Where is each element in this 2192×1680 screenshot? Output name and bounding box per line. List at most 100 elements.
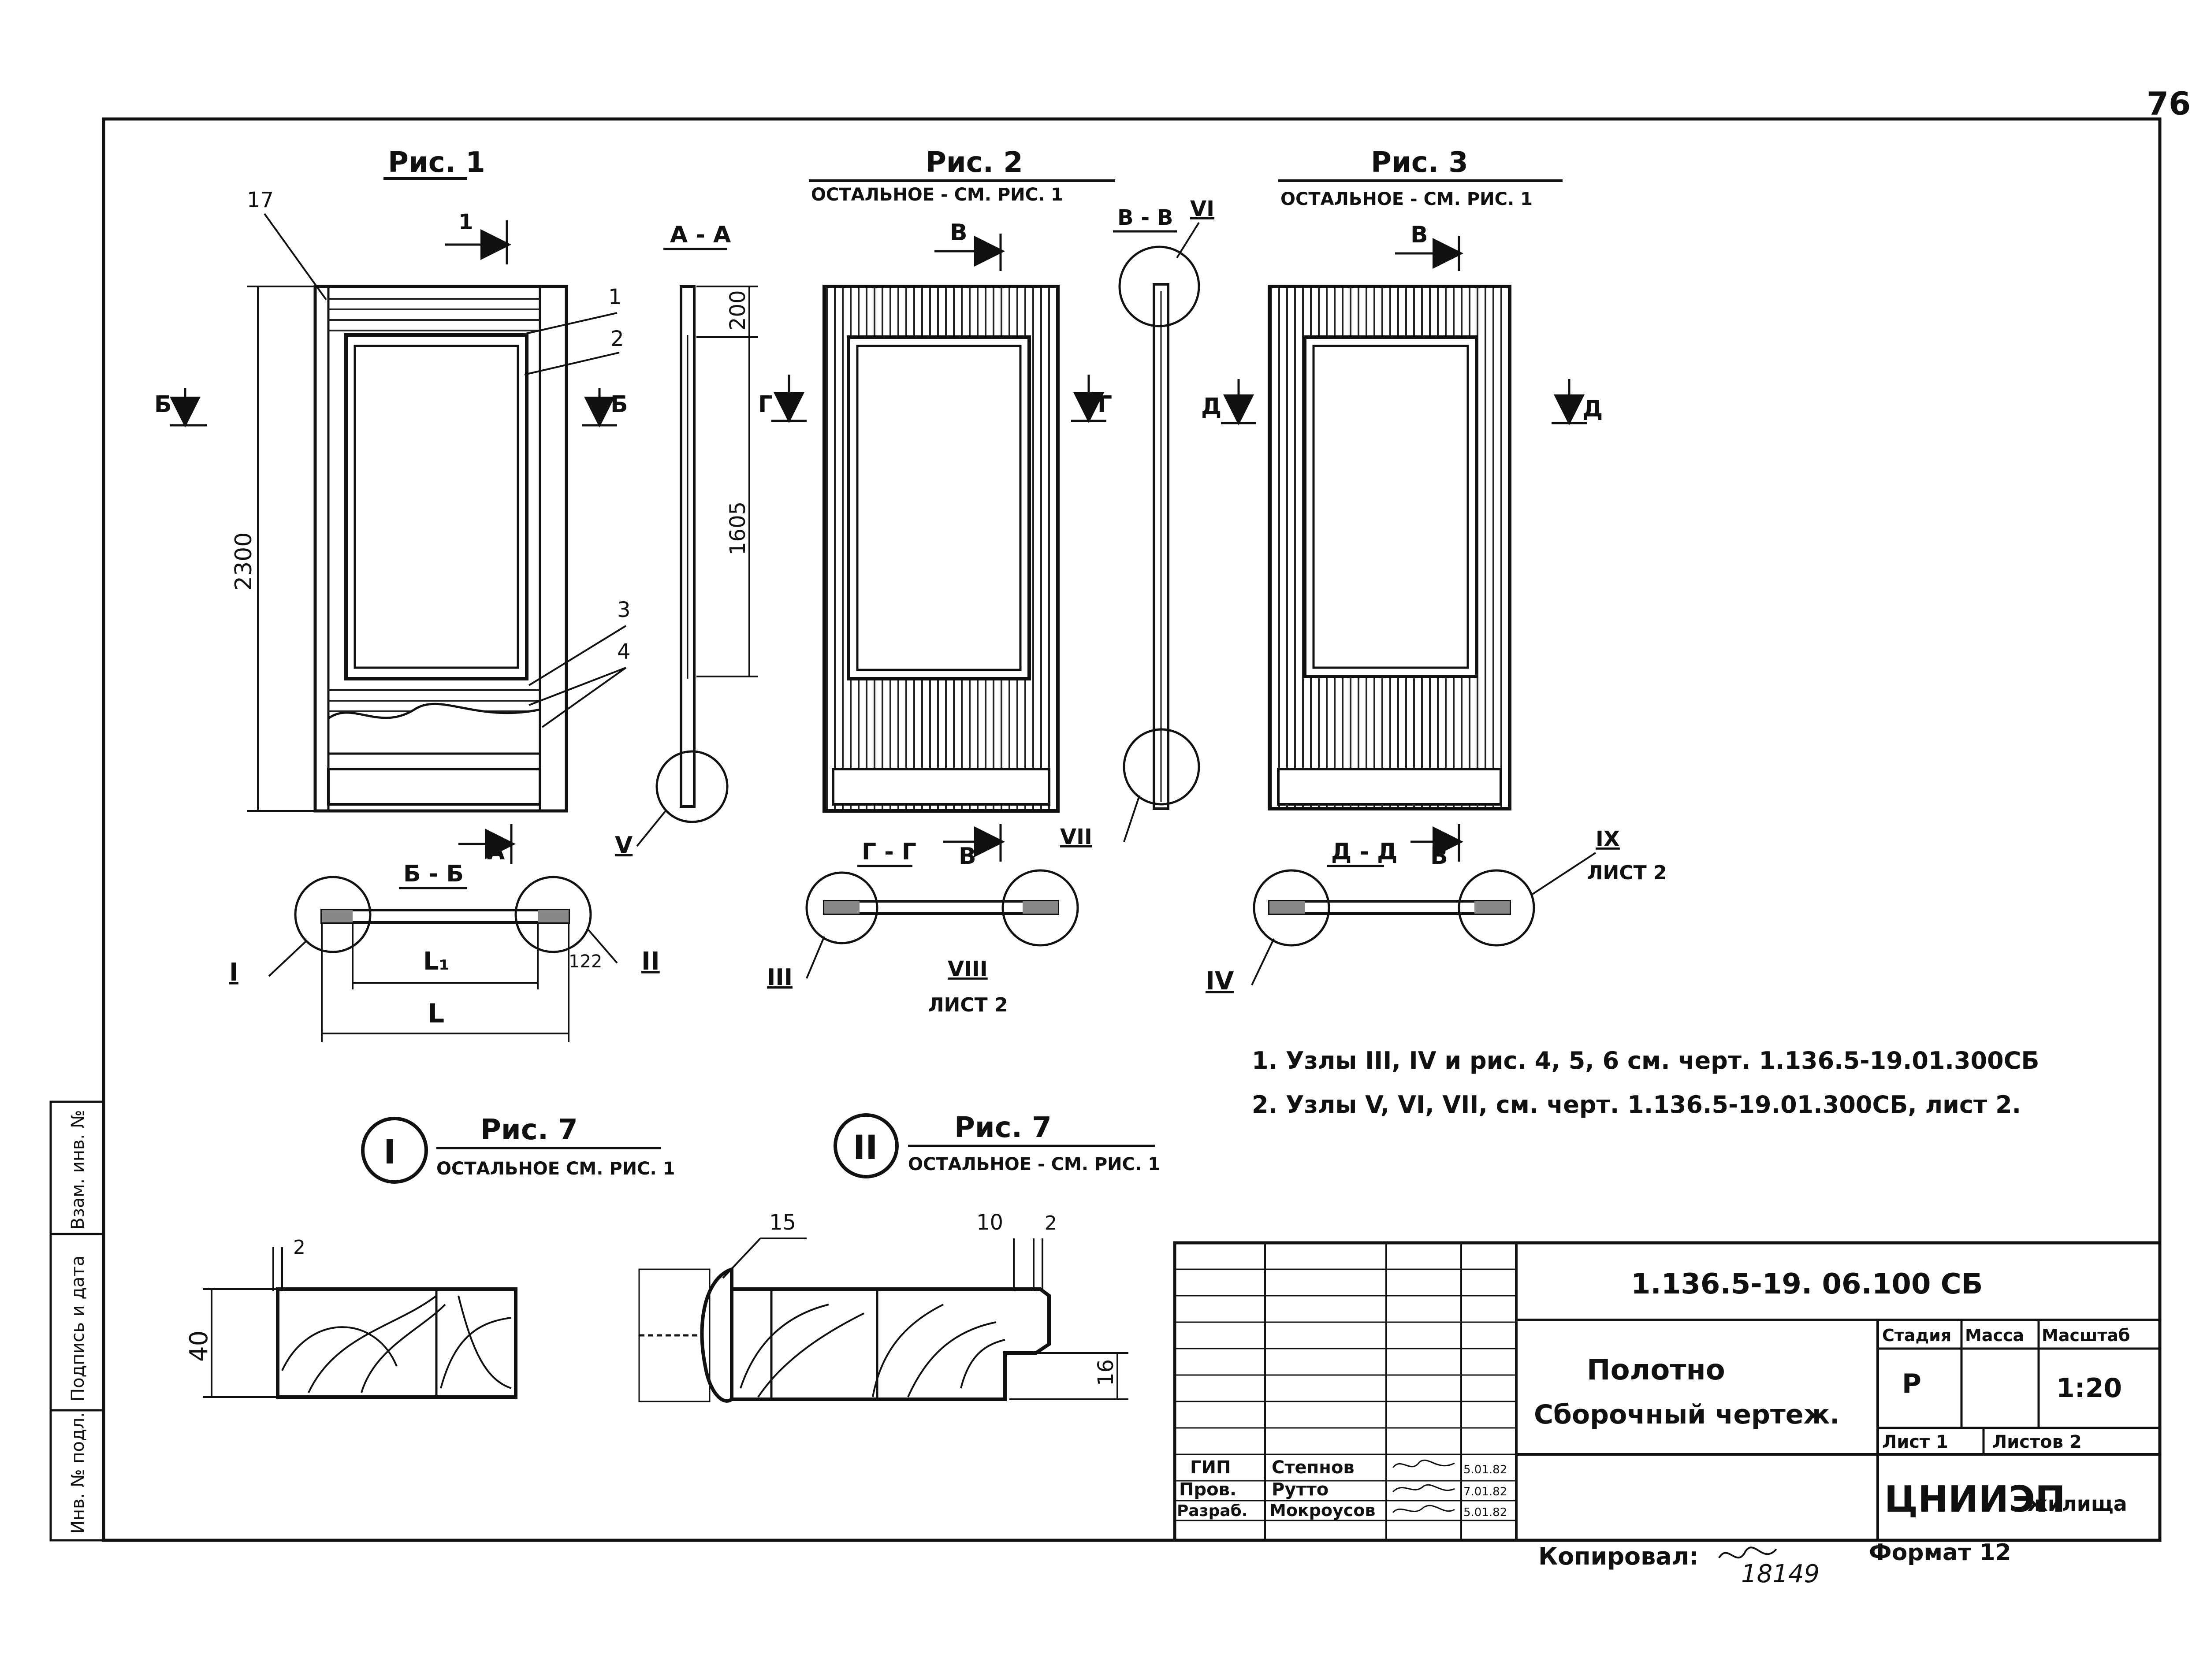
section-vv-title: В - В [1117, 205, 1173, 230]
detail-i: I Рис. 7 ОСТАЛЬНОЕ СМ. РИС. 1 40 2 [185, 1114, 675, 1399]
node-vi-circle [1118, 245, 1200, 327]
doc-name-line1: Полотно [1587, 1354, 1725, 1386]
section-dd-title: Д - Д [1331, 839, 1397, 865]
node-ii-circle [514, 876, 592, 953]
fig1-glass [344, 333, 528, 680]
doc-code: 1.136.5-19. 06.100 СБ [1631, 1268, 1983, 1301]
detail-ii-subtitle: ОСТАЛЬНОЕ - СМ. РИС. 1 [908, 1154, 1160, 1175]
fig1-cut-a: А [487, 839, 505, 865]
fig1-kick-plate [327, 768, 541, 806]
detail-ii-dim-2: 2 [1045, 1212, 1057, 1234]
dim-2300: 2300 [231, 532, 257, 591]
node-vii-circle [1123, 728, 1200, 806]
node-vi-label: VI [1190, 197, 1214, 221]
fig3-cut-v: В [1410, 222, 1428, 248]
section-vv: В - В VI VII [1060, 197, 1214, 849]
fig1-top-rails [328, 291, 540, 335]
role-prov: Пров. [1179, 1479, 1236, 1500]
section-vv-profile [1153, 283, 1169, 810]
format-label: Формат 12 [1869, 1539, 2011, 1566]
footer: Копировал: 18149 Формат 12 [1538, 1539, 2011, 1588]
section-aa-title: А - А [670, 222, 731, 248]
node-iii-circle [805, 871, 878, 944]
fig3-subtitle: ОСТАЛЬНОЕ - СМ. РИС. 1 [1280, 189, 1533, 209]
date-prov: 7.01.82 [1463, 1485, 1507, 1498]
detail-ii-title: Рис. 7 [954, 1111, 1052, 1144]
copied-label: Копировал: [1538, 1542, 1699, 1570]
node-iii-label: III [767, 964, 793, 991]
scale-header: Масштаб [2042, 1326, 2130, 1345]
node-viii-circle [1001, 869, 1079, 947]
node-v-circle [655, 750, 729, 823]
dim-16: 16 [1094, 1359, 1118, 1386]
section-bb-title: Б - Б [403, 861, 464, 887]
label-2: 2 [610, 327, 624, 351]
node-v-label: V [615, 832, 633, 859]
copy-number: 18149 [1741, 1560, 1820, 1588]
node-iv-circle [1253, 869, 1330, 947]
side-stamp-replace: Взам. инв. № [68, 1110, 88, 1230]
dim-l: L [428, 998, 444, 1029]
org-name: ЦНИИЭП [1884, 1479, 2065, 1520]
side-stamp-inv: Инв. № подл. [68, 1412, 88, 1534]
role-razrab: Разраб. [1177, 1502, 1247, 1520]
fig3-cut-d-left: Д [1201, 394, 1221, 420]
label-4: 4 [617, 639, 631, 664]
section-gg-title: Г - Г [862, 839, 916, 865]
copier-signature [1718, 1546, 1777, 1559]
label-3: 3 [617, 598, 631, 622]
figure-3: Рис. 3 ОСТАЛЬНОЕ - СМ. РИС. 1 В Д Д Д - … [1201, 146, 1667, 996]
fig1-cut-b-left: Б [154, 391, 172, 418]
dim-10: 10 [976, 1210, 1003, 1235]
node-iv-label: IV [1206, 967, 1234, 996]
node-ix-circle [1458, 869, 1535, 947]
fig1-title: Рис. 1 [388, 146, 485, 179]
fig1-cut-1: 1 [458, 210, 473, 234]
fig1-cut-b-right: Б [610, 391, 628, 418]
date-gip: 5.01.82 [1463, 1463, 1507, 1476]
detail-i-title: Рис. 7 [480, 1114, 578, 1146]
node-viii-sheet: ЛИСТ 2 [928, 994, 1008, 1016]
fig3-glass [1303, 335, 1478, 678]
mass-header: Масса [1965, 1326, 2024, 1345]
detail-ii: II Рис. 7 ОСТАЛЬНОЕ - СМ. РИС. 1 15 10 2… [638, 1111, 1160, 1403]
section-dd-profile [1268, 900, 1511, 915]
node-vii-label: VII [1060, 825, 1092, 849]
label-1: 1 [608, 285, 622, 309]
dim-122: 122 [569, 952, 602, 972]
fig3-cut-d-right: Д [1582, 396, 1603, 422]
node-ix-label: IX [1596, 827, 1620, 851]
signature-prov [1392, 1484, 1455, 1493]
fig2-cut-v: В [950, 219, 968, 246]
org-suffix: жилища [2028, 1492, 2127, 1516]
fig2-glass [847, 335, 1031, 680]
section-aa-profile [680, 285, 696, 808]
detail-i-node: I [383, 1132, 396, 1171]
detail-ii-node: II [853, 1128, 878, 1167]
name-prov: Рутто [1272, 1479, 1329, 1500]
section-aa: А - А 200 1605 V [615, 222, 758, 859]
sheet-frame [102, 117, 2162, 1542]
note-2: 2. Узлы V, VI, VII, см. черт. 1.136.5-19… [1252, 1091, 2021, 1119]
detail-ii-wood [730, 1287, 1051, 1401]
fig2-cut-g-right: Г [1098, 391, 1112, 418]
section-gg-cut: В [959, 843, 976, 870]
section-dd-cut: В [1430, 843, 1448, 870]
detail-i-wood [276, 1287, 517, 1399]
fig2-subtitle: ОСТАЛЬНОЕ - СМ. РИС. 1 [811, 185, 1063, 205]
signature-razrab [1392, 1505, 1455, 1513]
dim-l1: L₁ [423, 947, 450, 976]
detail-i-subtitle: ОСТАЛЬНОЕ СМ. РИС. 1 [436, 1159, 675, 1179]
scale-value: 1:20 [2056, 1373, 2122, 1404]
node-ii-label: II [641, 947, 660, 976]
fig2-title: Рис. 2 [926, 146, 1023, 179]
name-razrab: Мокроусов [1269, 1501, 1375, 1520]
sheet-number: Лист 1 [1882, 1432, 1948, 1452]
figure-2: Рис. 2 ОСТАЛЬНОЕ - СМ. РИС. 1 В Г Г Г - … [758, 146, 1115, 1016]
fig1-cutaway [327, 702, 541, 755]
stage-header: Стадия [1882, 1326, 1951, 1345]
section-bb: Б - Б I II 122 L₁ L [229, 861, 660, 1042]
dim-1605: 1605 [726, 502, 750, 555]
detail-i-dim-2: 2 [293, 1236, 305, 1259]
